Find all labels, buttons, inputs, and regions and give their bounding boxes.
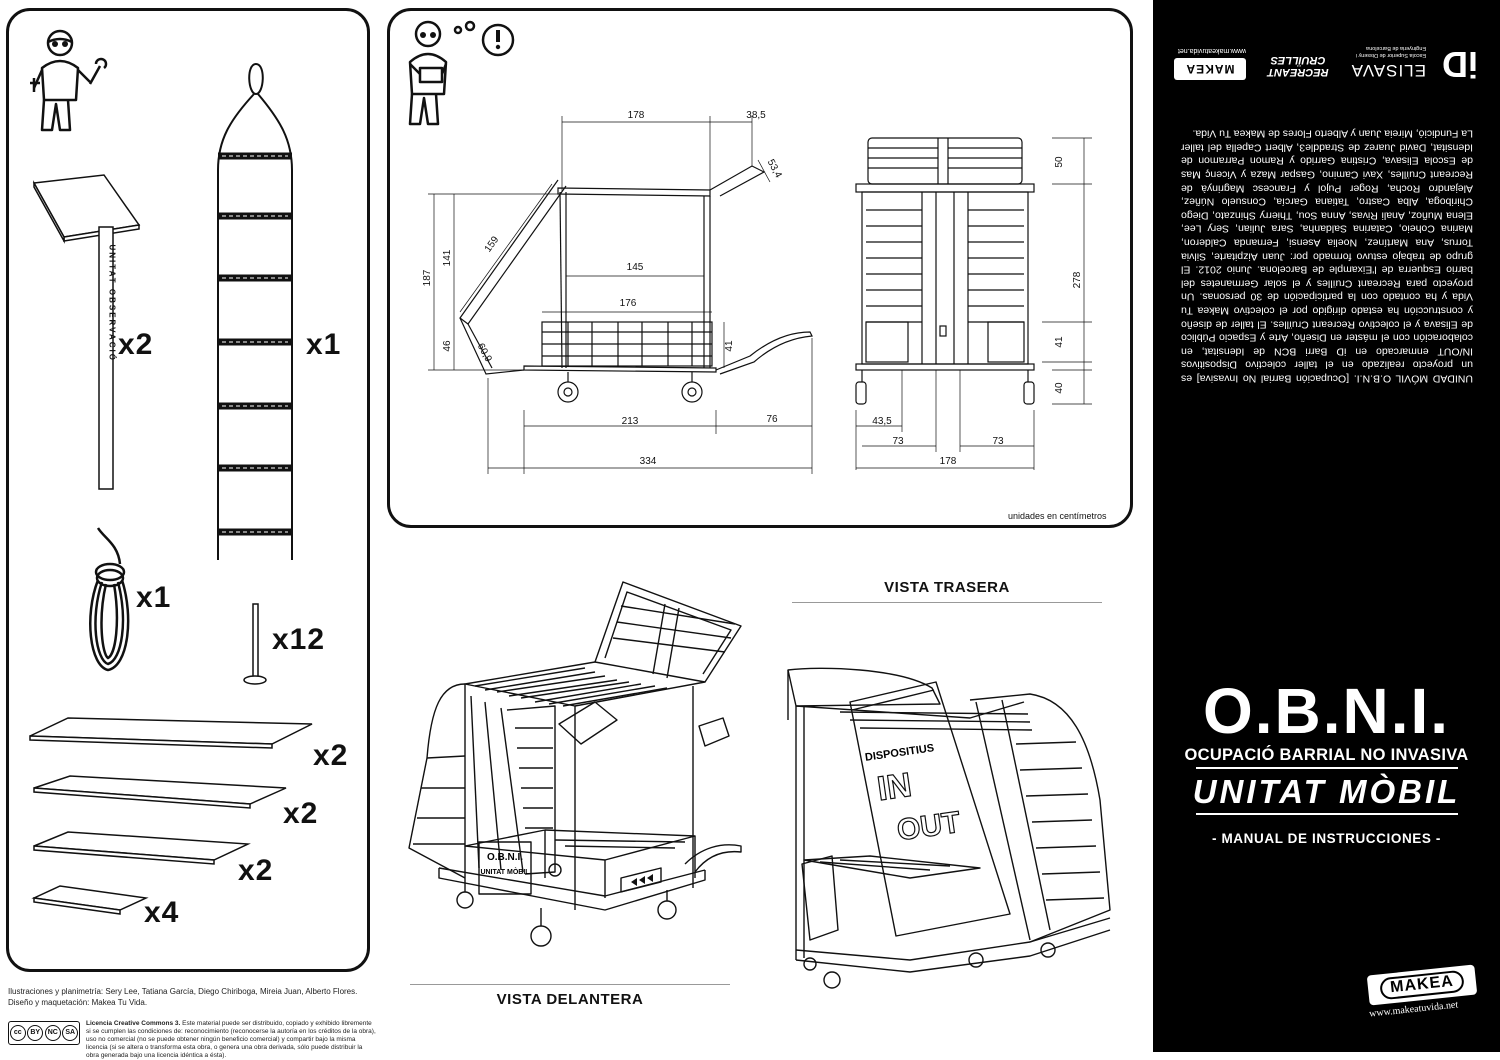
back-view-drawing: 50 278 41 40 43,5 73 73 178 bbox=[855, 137, 1092, 470]
credits: Ilustraciones y planimetría: Sery Lee, T… bbox=[8, 986, 368, 1008]
thinking-figure-icon bbox=[408, 20, 515, 126]
units-note: unidades en centímetros bbox=[1008, 511, 1107, 521]
side-view-drawing: 178 38,5 53,4 187 141 159 145 176 46 60,… bbox=[422, 110, 813, 474]
sign-post-label: UNITAT OBSERVACIÓ bbox=[107, 244, 117, 362]
sign-post-qty: x2 bbox=[118, 328, 154, 361]
rope-qty: x1 bbox=[136, 581, 172, 614]
main-title: O.B.N.I. bbox=[1202, 675, 1451, 747]
makea-logo-small: MAKEA bbox=[1174, 58, 1246, 80]
unitat-mobil-title: UNITAT MÒBIL bbox=[1192, 773, 1461, 810]
back-dim-50: 50 bbox=[1054, 156, 1065, 168]
back-dim-73-left: 73 bbox=[892, 436, 904, 447]
partner-logos: iD ELISAVA Escola Superior de Disseny i … bbox=[1173, 28, 1478, 88]
plank-qty-2: x2 bbox=[283, 797, 319, 830]
elisava-subtitle: Escola Superior de Disseny i Enginyeria … bbox=[1355, 45, 1426, 58]
main-subtitle: OCUPACIÓ BARRIAL NO INVASIVA bbox=[1184, 746, 1469, 764]
recreant-logo: RECREANT CRUÏLLES bbox=[1267, 54, 1329, 78]
board-text-out: OUT bbox=[895, 806, 962, 847]
dim-76: 76 bbox=[766, 414, 778, 425]
dim-213: 213 bbox=[622, 416, 639, 427]
dim-60-9: 60,9 bbox=[475, 342, 494, 365]
manual-label: - MANUAL DE INSTRUCCIONES - bbox=[1212, 831, 1441, 846]
rear-view-rule bbox=[792, 602, 1102, 603]
cover-panel: iD ELISAVA Escola Superior de Disseny i … bbox=[1153, 0, 1500, 1052]
back-dim-43-5: 43,5 bbox=[872, 416, 892, 427]
parts-panel bbox=[6, 8, 370, 972]
dim-176: 176 bbox=[620, 298, 637, 309]
dimensions-panel bbox=[387, 8, 1133, 528]
license-heading: Licencia Creative Commons 3. bbox=[86, 1020, 181, 1027]
dim-41: 41 bbox=[724, 340, 735, 352]
dim-46: 46 bbox=[442, 340, 453, 352]
front-view-rule bbox=[410, 984, 730, 985]
back-dim-178: 178 bbox=[940, 456, 957, 467]
plank-qty-1: x2 bbox=[313, 739, 349, 772]
back-dim-73-right: 73 bbox=[992, 436, 1004, 447]
unitat-rule bbox=[1195, 813, 1458, 815]
plank-drawing-1 bbox=[29, 717, 313, 749]
back-dim-40: 40 bbox=[1054, 382, 1065, 394]
rope-ladder-qty: x1 bbox=[306, 328, 342, 361]
board-text-dispositius: DISPOSITIUS bbox=[864, 742, 935, 764]
cc-license-icon: cc BY NC SA bbox=[8, 1021, 80, 1045]
sign-post-drawing bbox=[32, 174, 141, 490]
plank-drawing-3 bbox=[33, 831, 251, 865]
title-block: O.B.N.I. OCUPACIÓ BARRIAL NO INVASIVA UN… bbox=[1153, 676, 1500, 846]
board-text-in: IN bbox=[875, 766, 914, 808]
rear-perspective-drawing: DISPOSITIUS IN OUT bbox=[787, 667, 1111, 989]
dim-178-top: 178 bbox=[628, 110, 645, 121]
plank-drawing-4 bbox=[31, 885, 149, 915]
dim-334: 334 bbox=[640, 456, 657, 467]
credits-illustrations: Ilustraciones y planimetría: Sery Lee, T… bbox=[8, 987, 358, 996]
dim-141: 141 bbox=[442, 249, 453, 266]
title-rule bbox=[1195, 767, 1458, 769]
dim-38-5: 38,5 bbox=[746, 110, 766, 121]
license-text: Licencia Creative Commons 3. Este materi… bbox=[86, 1020, 376, 1060]
front-view-title: VISTA DELANTERA bbox=[496, 991, 644, 1008]
elisava-logo: ELISAVA bbox=[1350, 61, 1426, 80]
id-logo: iD bbox=[1442, 44, 1478, 85]
dim-187: 187 bbox=[422, 269, 433, 286]
makea-badge-logo: MAKEA bbox=[1366, 964, 1478, 1006]
makea-url-small: www.makeatuvida.net bbox=[1177, 47, 1246, 54]
project-description: UNIDAD MÓVIL O.B.N.I. [Ocupación Barrial… bbox=[1181, 127, 1473, 385]
credits-design: Diseño y maquetación: Makea Tu Vida. bbox=[8, 998, 148, 1007]
plank-drawing-2 bbox=[33, 775, 287, 809]
rope-ladder-drawing bbox=[217, 62, 293, 560]
builder-figure-icon bbox=[30, 29, 108, 132]
plank-qty-3: x2 bbox=[238, 854, 274, 887]
cart-sign-unitat: UNITAT MÒBIL bbox=[480, 867, 530, 876]
cart-sign-obni: O.B.N.I. bbox=[487, 852, 523, 863]
rope-coil-drawing bbox=[89, 527, 130, 672]
dim-145: 145 bbox=[627, 262, 644, 273]
peg-qty: x12 bbox=[272, 623, 326, 656]
dim-159: 159 bbox=[483, 234, 502, 254]
back-dim-278: 278 bbox=[1072, 271, 1083, 288]
rear-view-title: VISTA TRASERA bbox=[884, 579, 1010, 596]
back-dim-41: 41 bbox=[1054, 336, 1065, 348]
front-perspective-drawing: O.B.N.I. UNITAT MÒBIL bbox=[408, 581, 742, 947]
peg-drawing bbox=[243, 603, 267, 685]
plank-qty-4: x4 bbox=[144, 896, 180, 929]
